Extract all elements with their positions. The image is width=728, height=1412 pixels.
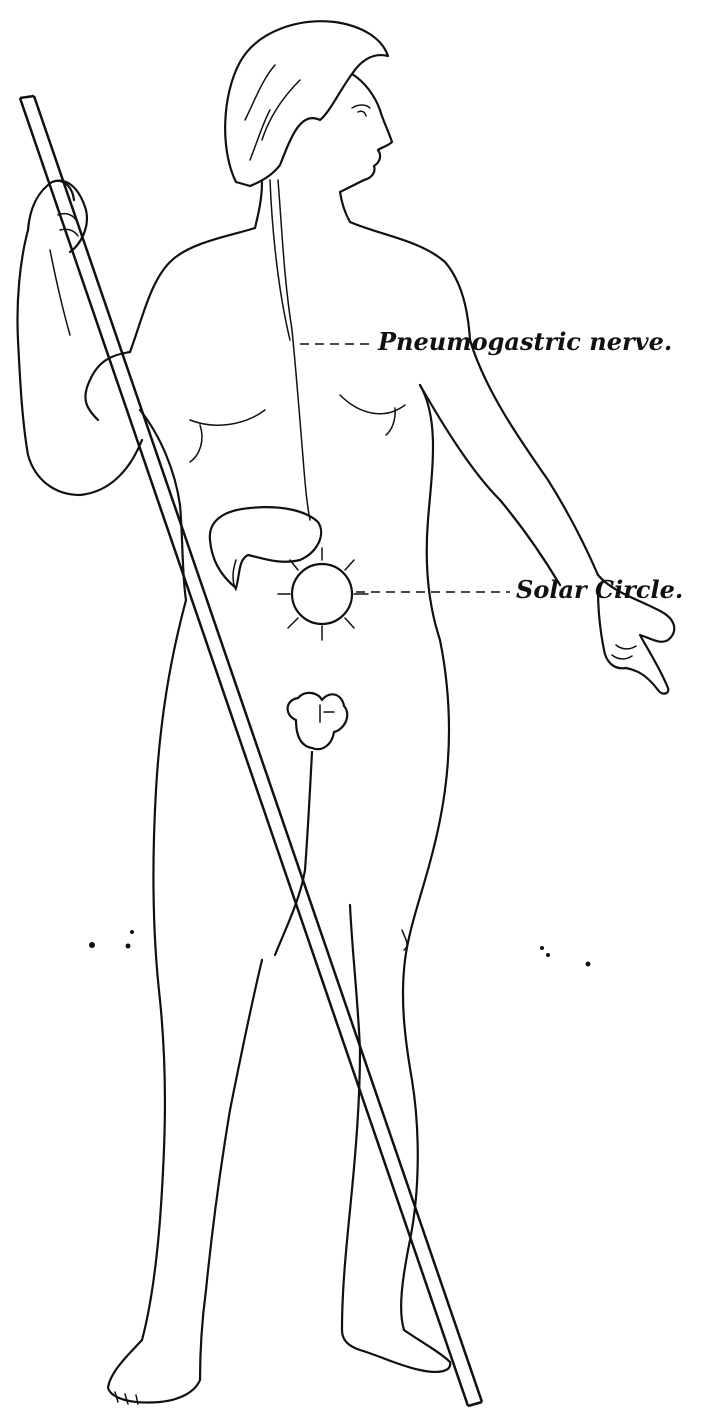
head [225,21,392,228]
hair [225,21,388,186]
face [340,74,392,192]
pelvic-organ [288,693,348,749]
pneumogastric-nerve-line [278,180,310,520]
stomach [210,507,321,588]
staff [20,96,482,1406]
specks [89,930,591,967]
legs [108,600,450,1404]
solar-circle-label: Solar Circle. [516,575,683,604]
solar-circle [278,548,368,640]
chest-left [190,410,265,425]
right-arm [420,340,674,694]
torso [130,222,470,640]
neck [255,182,350,228]
pneumogastric-nerve-label: Pneumogastric nerve. [377,327,672,356]
